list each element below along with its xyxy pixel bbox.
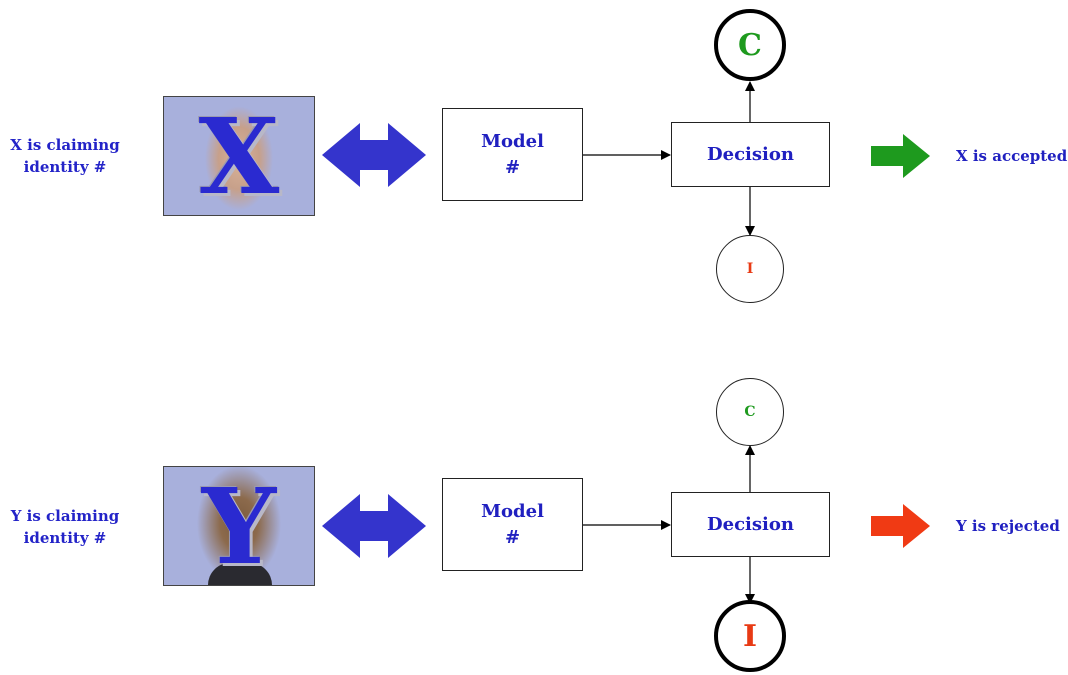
subject-photo-x: X bbox=[163, 96, 315, 216]
client-circle: C bbox=[716, 378, 784, 446]
photo-letter: X bbox=[198, 96, 280, 216]
decision-label: Decision bbox=[707, 514, 794, 535]
photo-letter: Y bbox=[201, 466, 277, 586]
decision-box-x: Decision bbox=[671, 122, 830, 187]
decision-label: Decision bbox=[707, 144, 794, 165]
circle-letter-c: C bbox=[738, 27, 762, 63]
double-headed-arrow-icon bbox=[322, 494, 426, 558]
model-box-x: Model # bbox=[442, 108, 583, 201]
decision-box-y: Decision bbox=[671, 492, 830, 557]
shirt-shape bbox=[208, 563, 272, 585]
impostor-circle-emphasized: I bbox=[714, 600, 786, 672]
result-label-accepted: X is accepted bbox=[956, 147, 1068, 165]
subject-photo-y: Y bbox=[163, 466, 315, 586]
right-arrow-icon bbox=[871, 504, 930, 548]
claim-label-y: Y is claiming identity # bbox=[10, 507, 120, 547]
double-headed-arrow-icon bbox=[322, 123, 426, 187]
client-circle-emphasized: C bbox=[714, 9, 786, 81]
claim-label-x: X is claiming identity # bbox=[10, 136, 120, 176]
model-label: Model # bbox=[481, 500, 544, 548]
circle-letter-i: I bbox=[742, 618, 758, 654]
result-label-rejected: Y is rejected bbox=[956, 517, 1060, 535]
model-box-y: Model # bbox=[442, 478, 583, 571]
model-label: Model # bbox=[481, 130, 544, 178]
right-arrow-icon bbox=[871, 134, 930, 178]
circle-letter-i: I bbox=[746, 261, 754, 277]
impostor-circle: I bbox=[716, 235, 784, 303]
circle-letter-c: C bbox=[744, 404, 756, 420]
